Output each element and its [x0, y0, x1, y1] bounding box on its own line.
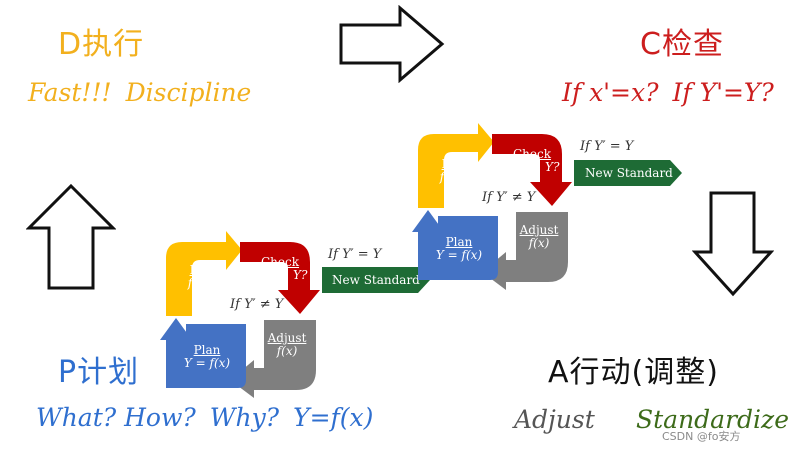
new-standard-arrow-1 — [322, 267, 430, 293]
check-heading: C检查 — [640, 27, 724, 62]
new-standard-1: New Standard — [332, 273, 420, 287]
plan-formula-2: Y = f(x) — [435, 248, 483, 263]
plan-label-2: Plan — [445, 235, 473, 249]
do-text-2: Do f(x) — [420, 157, 480, 185]
check-block-1 — [240, 242, 320, 314]
plan-text-2: Plan Y = f(x) — [424, 235, 494, 263]
cond-no-1: If Y′ ≠ Y — [230, 297, 284, 312]
adjust-formula-2: f(x) — [528, 236, 550, 251]
arrow-right-icon — [339, 5, 445, 83]
plan-subtitle: What? How? Why? Y=f(x) — [36, 405, 373, 430]
act-heading: A行动(调整) — [548, 355, 719, 390]
check-label-2: Check — [512, 147, 551, 161]
plan-sub-2: Why? — [209, 403, 280, 432]
do-sub-2: Discipline — [125, 78, 252, 107]
plan-heading: P计划 — [58, 355, 140, 390]
cond-yes-1: If Y′ = Y — [328, 247, 382, 262]
pdca-cycle-2-shapes — [412, 123, 572, 290]
cond-no-2: If Y′ ≠ Y — [482, 190, 536, 205]
adjust-block-1 — [230, 320, 316, 398]
do-label-1: Do — [189, 263, 207, 277]
do-formula-2: f(x) — [439, 170, 461, 185]
do-subtitle: Fast!!! Discipline — [28, 80, 251, 105]
plan-formula-1: Y = f(x) — [183, 356, 231, 371]
pdca-cycle-1-shapes — [160, 231, 320, 398]
arrow-up-icon — [26, 183, 116, 290]
plan-block-2 — [412, 210, 498, 280]
adjust-text-1: Adjust f(x) — [262, 331, 312, 359]
do-block-2 — [418, 123, 494, 208]
check-text-1: Check if Y′ = Y? — [238, 255, 322, 283]
adjust-label-2: Adjust — [519, 223, 559, 237]
act-sub-standardize: Standardize — [636, 405, 790, 434]
check-formula-2: if Y′ = Y? — [504, 160, 560, 175]
adjust-label-1: Adjust — [267, 331, 307, 345]
act-sub-adjust: Adjust — [514, 405, 595, 434]
adjust-text-2: Adjust f(x) — [514, 223, 564, 251]
check-block-2 — [492, 134, 572, 206]
check-label-1: Check — [260, 255, 299, 269]
check-subtitle: If x'=x? If Y'=Y? — [562, 80, 774, 105]
check-sub-2: If Y'=Y? — [672, 78, 774, 107]
do-heading: D执行 — [58, 27, 145, 62]
check-formula-1: if Y′ = Y? — [252, 268, 308, 283]
plan-label-1: Plan — [193, 343, 221, 357]
do-label-2: Do — [441, 157, 459, 171]
do-formula-1: f(x) — [187, 276, 209, 291]
plan-text-1: Plan Y = f(x) — [172, 343, 242, 371]
new-standard-2: New Standard — [585, 166, 673, 180]
cond-yes-2: If Y′ = Y — [580, 139, 634, 154]
do-block-1 — [166, 231, 242, 316]
do-sub-1: Fast!!! — [28, 78, 112, 107]
new-standard-arrow-2 — [574, 160, 682, 186]
check-text-2: Check if Y′ = Y? — [490, 147, 574, 175]
plan-sub-3: Y=f(x) — [293, 403, 374, 432]
check-sub-1: If x'=x? — [562, 78, 659, 107]
adjust-formula-1: f(x) — [276, 344, 298, 359]
plan-sub-1: What? How? — [36, 403, 196, 432]
plan-block-1 — [160, 318, 246, 388]
arrow-down-icon — [692, 191, 774, 297]
adjust-block-2 — [482, 212, 568, 290]
watermark: CSDN @fo安方 — [662, 430, 741, 443]
do-text-1: Do f(x) — [168, 263, 228, 291]
